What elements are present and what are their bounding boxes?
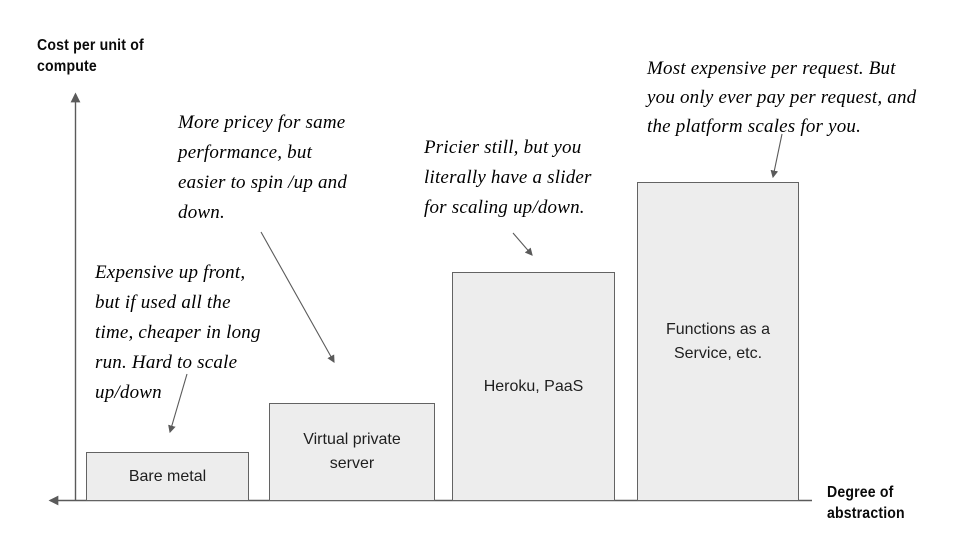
annotation-bare-metal: Expensive up front, but if used all the …	[95, 262, 261, 403]
annotation-arrow-heroku	[512, 232, 533, 256]
bar-label-bare-metal: Bare metal	[128, 467, 207, 485]
annotation-faas: Most expensive per request. But you only…	[647, 58, 917, 137]
x-axis-label: Degree of abstraction	[827, 484, 905, 522]
bar-virtual-private-server: Virtual private server	[269, 403, 435, 501]
y-axis-label: Cost per unit of compute	[37, 37, 144, 75]
bar-bare-metal: Bare metal	[86, 452, 249, 501]
bar-functions-as-a-service: Functions as a Service, etc.	[637, 182, 799, 501]
bar-label-functions-as-a-service: Functions as a Service, etc.	[665, 320, 771, 362]
bar-heroku-paas: Heroku, PaaS	[452, 272, 615, 501]
annotation-heroku: Pricier still, but you literally have a …	[424, 137, 592, 218]
annotation-vps: More pricey for same performance, but ea…	[178, 112, 348, 223]
bar-label-virtual-private-server: Virtual private server	[303, 431, 401, 472]
bar-label-heroku-paas: Heroku, PaaS	[483, 377, 584, 395]
